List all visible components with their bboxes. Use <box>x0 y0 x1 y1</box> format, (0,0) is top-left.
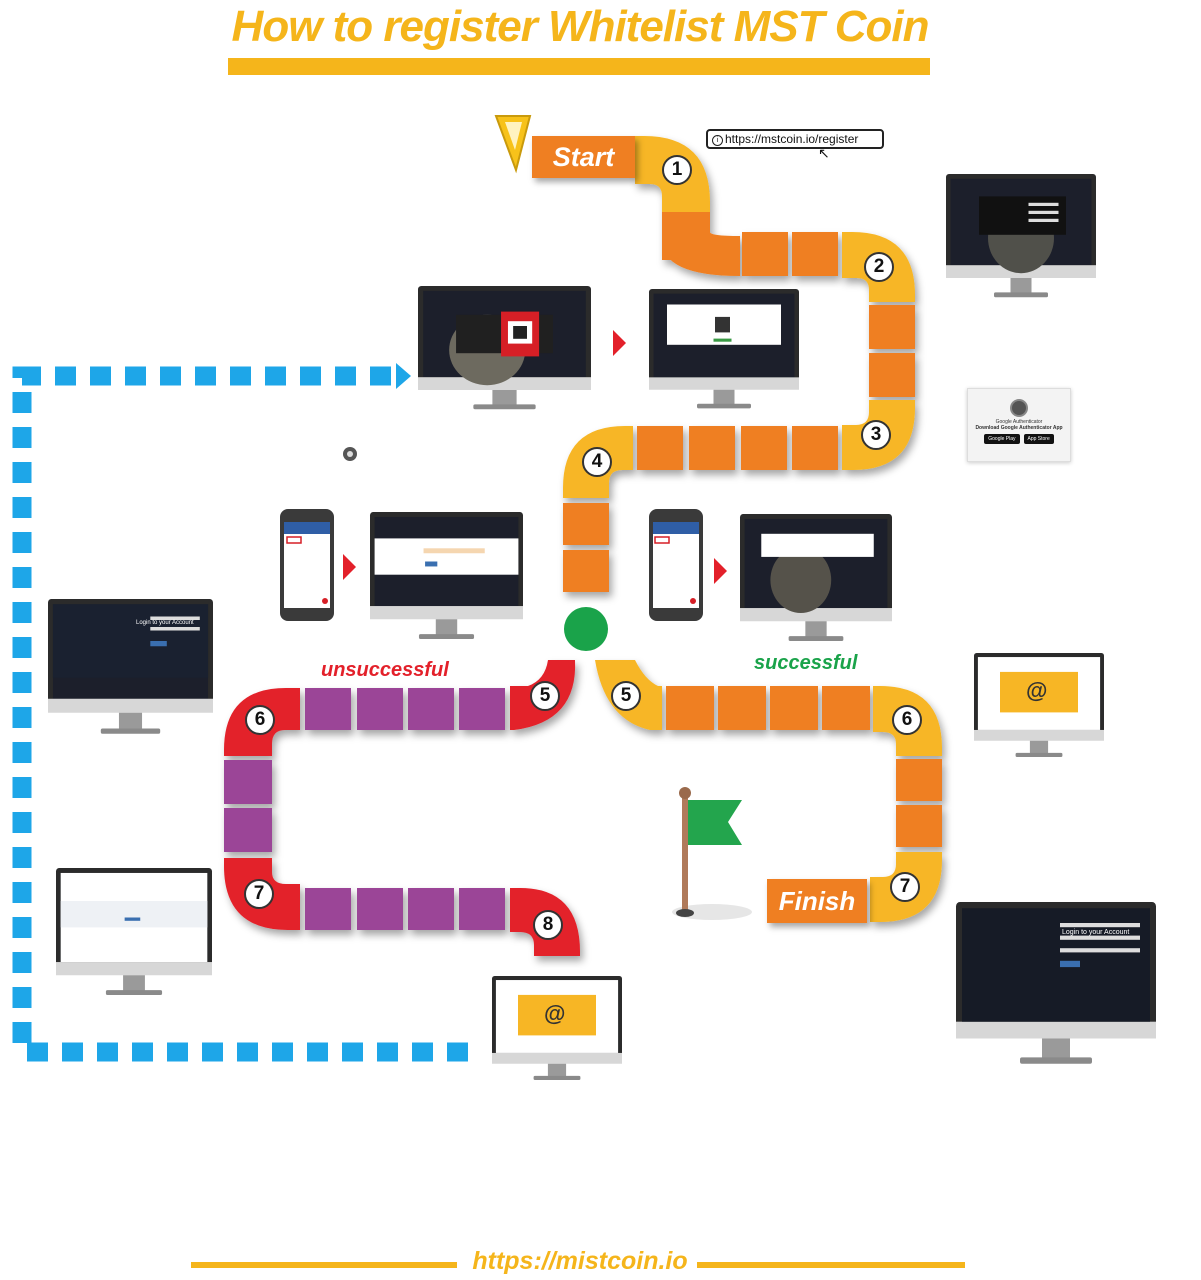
monitor-email-success <box>974 653 1104 757</box>
phone-authenticator-left <box>280 509 334 621</box>
monitor-email-fail <box>492 976 622 1080</box>
monitor-qr-setup <box>418 286 591 410</box>
arrow-icon <box>613 330 626 356</box>
footer-line-left <box>191 1262 457 1268</box>
successful-label: successful <box>754 652 858 674</box>
monitor-verify-qr <box>649 289 799 409</box>
start-pin-icon <box>494 115 532 174</box>
monitor-authenticator-code <box>740 514 892 642</box>
retry-dashed-arrow <box>12 363 468 1062</box>
monitor-login-finish <box>956 902 1156 1064</box>
unsuccessful-label: unsuccessful <box>321 659 449 681</box>
success-step-7-number: 7 <box>899 876 911 897</box>
google-authenticator-card: Google Authenticator Download Google Aut… <box>967 388 1071 462</box>
main-path <box>563 136 915 592</box>
step-markers <box>244 155 922 940</box>
app-store-badge[interactable]: App Store <box>1023 434 1054 444</box>
ga-app-name: Google Authenticator <box>995 419 1043 425</box>
monitor-password-input <box>370 512 523 640</box>
google-play-badge[interactable]: Google Play <box>984 434 1020 444</box>
fail-step-5-number: 5 <box>539 685 551 706</box>
step-2-number: 2 <box>873 256 885 277</box>
step-4-number: 4 <box>591 451 603 472</box>
arrow-icon <box>343 554 356 580</box>
login-heading-left: Login to your Account <box>136 620 194 626</box>
unsuccessful-path <box>224 660 580 956</box>
email-at-icon: @ <box>1026 678 1048 703</box>
login-heading-finish: Login to your Account <box>1062 929 1130 936</box>
step-3-number: 3 <box>870 424 882 445</box>
email-at-icon: @ <box>544 1001 566 1026</box>
fail-step-7-number: 7 <box>253 883 265 904</box>
google-authenticator-small-icon <box>343 447 357 461</box>
monitor-register-form <box>946 174 1096 298</box>
finish-flag-icon <box>672 787 752 920</box>
finish-label: Finish <box>767 879 867 923</box>
fail-step-6-number: 6 <box>254 709 266 730</box>
fail-step-8-number: 8 <box>542 914 554 935</box>
start-label: Start <box>532 136 635 178</box>
info-icon: i <box>712 135 723 146</box>
success-step-5-number: 5 <box>620 685 632 706</box>
footer-line-right <box>697 1262 965 1268</box>
footer-url[interactable]: https://mistcoin.io <box>472 1247 688 1275</box>
ga-download-text: Download Google Authenticator App <box>975 425 1063 431</box>
page-title: How to register Whitelist MST Coin <box>231 2 930 51</box>
step-1-number: 1 <box>671 159 683 180</box>
branch-node <box>564 607 608 651</box>
monitor-login-left <box>48 599 214 734</box>
title-underline <box>228 58 930 75</box>
google-authenticator-icon <box>1010 399 1028 417</box>
phone-authenticator-right <box>649 509 703 621</box>
monitor-forgot-password <box>56 868 212 996</box>
cursor-icon: ↖ <box>818 145 830 161</box>
register-url: https://mstcoin.io/register <box>725 132 859 146</box>
success-step-6-number: 6 <box>901 709 913 730</box>
arrow-icon <box>714 558 727 584</box>
